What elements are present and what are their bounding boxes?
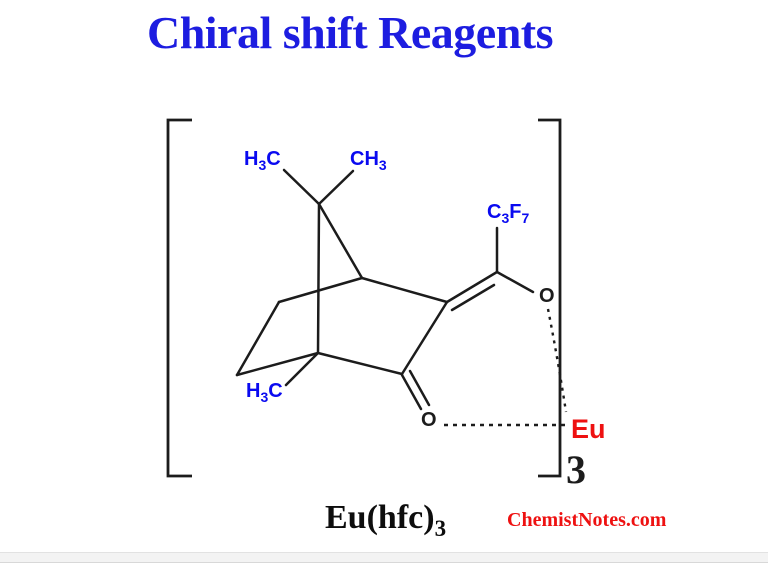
label-part: F [509,201,522,223]
label-subscript: 3 [258,157,267,173]
bond-enol-oxygen [495,270,535,294]
double-bond-c3-enol-b [450,283,496,312]
formula-subscript: 3 [434,515,447,541]
bracket-repeat-subscript: 3 [566,447,586,492]
left-bracket [166,118,192,478]
bond-lines [235,168,535,411]
bond-c7-c1-bridge [316,202,321,355]
heptafluoropropyl-label: C3F7 [487,202,529,225]
watermark-text: ChemistNotes.com [507,509,667,531]
double-bond-c2-oxygen-b [408,369,431,407]
formula-base: Eu(hfc) [325,499,435,536]
bond-c3-c4 [360,276,449,304]
methyl-label-bottom: H3C [246,381,283,404]
footer-strip [0,552,768,563]
dashed-enolate-oxygen-to-eu [546,308,568,413]
ketone-oxygen-label: O [421,409,437,431]
page-title: Chiral shift Reagents [146,7,554,58]
methyl-label-top-left: H3C [244,149,281,172]
label-subscript: 3 [260,389,269,405]
bond-c5-c6 [235,300,281,377]
bond-c2-c3 [400,300,449,376]
bond-c7-methyl-right [317,169,355,206]
bond-c1-methyl [284,351,320,387]
bond-c7-methyl-left [282,168,321,206]
label-part: H [244,148,259,170]
bond-c1-c2 [316,351,404,376]
double-bond-c2-oxygen-a [400,373,423,411]
label-subscript: 3 [501,210,510,226]
coordination-dashed-lines [444,308,568,427]
label-part: C [268,380,283,402]
label-subscript: 3 [378,157,387,173]
label-subscript: 7 [521,210,530,226]
label-part: H [246,380,261,402]
repeat-brackets [166,118,562,478]
compound-formula: Eu(hfc)3 [325,498,446,540]
europium-label: Eu [571,414,606,444]
bond-c7-c4-bridge [317,202,364,280]
bond-c4-c5 [277,276,364,304]
label-part: CH [350,148,379,170]
label-part: C [266,148,281,170]
double-bond-c3-enol-a [445,270,499,304]
methyl-label-top-right: CH3 [350,149,387,172]
bond-c6-c1 [235,351,320,377]
enolate-oxygen-label: O [539,285,555,307]
right-bracket [538,118,562,478]
label-part: C [487,201,502,223]
